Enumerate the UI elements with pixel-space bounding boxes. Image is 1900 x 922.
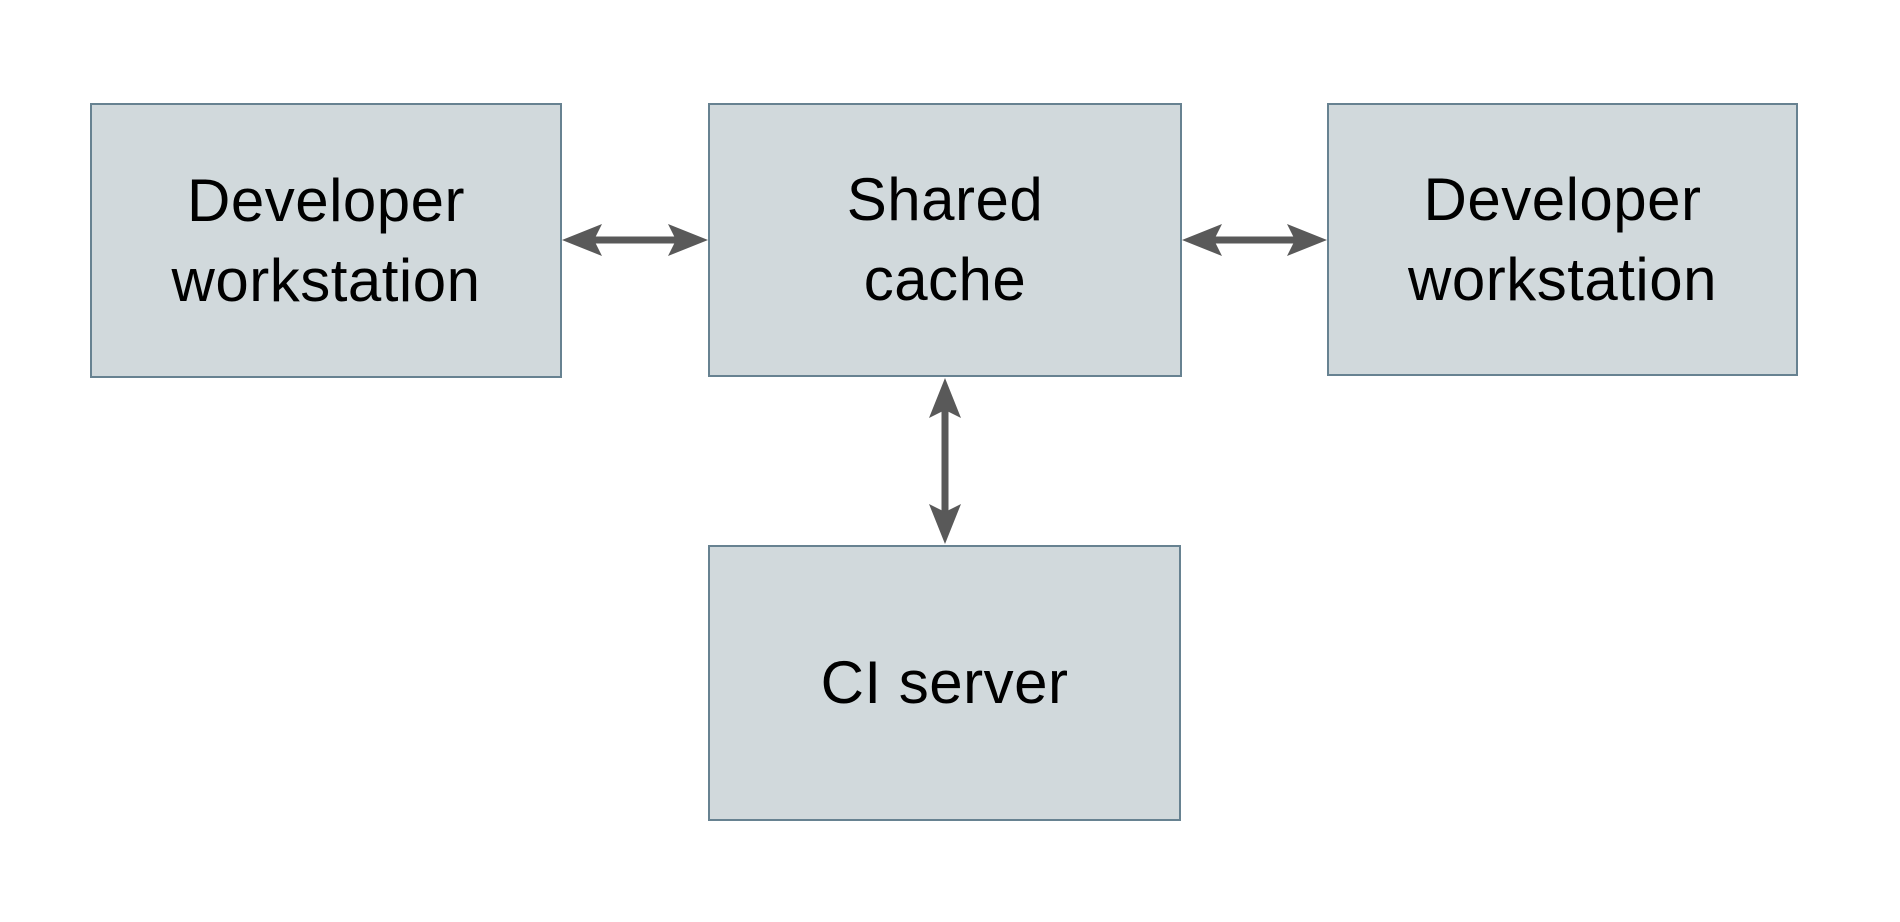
node-label-line: Developer <box>1423 165 1702 233</box>
arrowhead-left-icon <box>1182 224 1222 256</box>
arrowhead-down-icon <box>929 504 961 544</box>
arrowhead-left-icon <box>562 224 602 256</box>
arrowhead-right-icon <box>1287 224 1327 256</box>
node-label-line: Shared <box>846 166 1044 233</box>
node-developer-workstation-left: Developer workstation <box>90 103 562 378</box>
arrowhead-right-icon <box>668 224 708 256</box>
bidirectional-arrow-cache-right <box>1182 224 1327 256</box>
bidirectional-arrow-left-cache <box>562 224 708 256</box>
node-label-line: CI server <box>820 649 1069 716</box>
node-ci-server: CI server <box>708 545 1181 821</box>
node-shared-cache: Shared cache <box>708 103 1182 377</box>
node-label-line: workstation <box>171 246 481 314</box>
node-label-line: workstation <box>1408 245 1717 313</box>
bidirectional-arrow-cache-ci <box>929 378 961 544</box>
node-developer-workstation-right: Developer workstation <box>1327 103 1798 376</box>
node-label-line: Developer <box>187 166 465 234</box>
node-label-line: cache <box>863 246 1027 313</box>
arrowhead-up-icon <box>929 378 961 418</box>
